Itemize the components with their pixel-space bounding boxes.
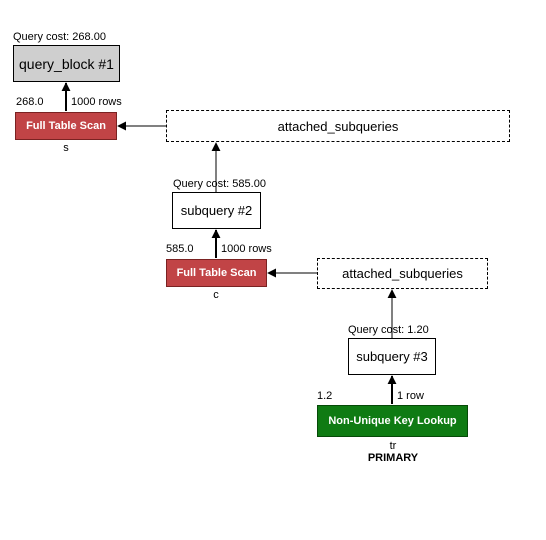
table-tr-rows: 1 row [397,390,424,402]
table-s-cost: 268.0 [16,96,44,108]
table-s-rows: 1000 rows [71,96,122,108]
query-block-1-node[interactable]: query_block #1 [13,45,120,82]
subquery-3-node[interactable]: subquery #3 [348,338,436,375]
attached-subqueries-2-node[interactable]: attached_subqueries [317,258,488,289]
subquery-3-cost: Query cost: 1.20 [348,324,429,336]
table-tr-key-lookup-node[interactable]: Non-Unique Key Lookup [317,405,468,437]
subquery-2-node[interactable]: subquery #2 [172,192,261,229]
table-c-name: c [213,289,219,301]
table-c-full-scan-node[interactable]: Full Table Scan [166,259,267,287]
attached-subqueries-1-node[interactable]: attached_subqueries [166,110,510,142]
table-s-full-scan-node[interactable]: Full Table Scan [15,112,117,140]
query-block-1-cost: Query cost: 268.00 [13,31,106,43]
table-s-name: s [63,142,69,154]
table-c-cost: 585.0 [166,243,194,255]
table-c-rows: 1000 rows [221,243,272,255]
table-tr-name: tr [389,440,397,452]
subquery-2-cost: Query cost: 585.00 [173,178,266,190]
table-tr-cost: 1.2 [317,390,333,402]
table-tr-key-name: PRIMARY [367,452,419,464]
